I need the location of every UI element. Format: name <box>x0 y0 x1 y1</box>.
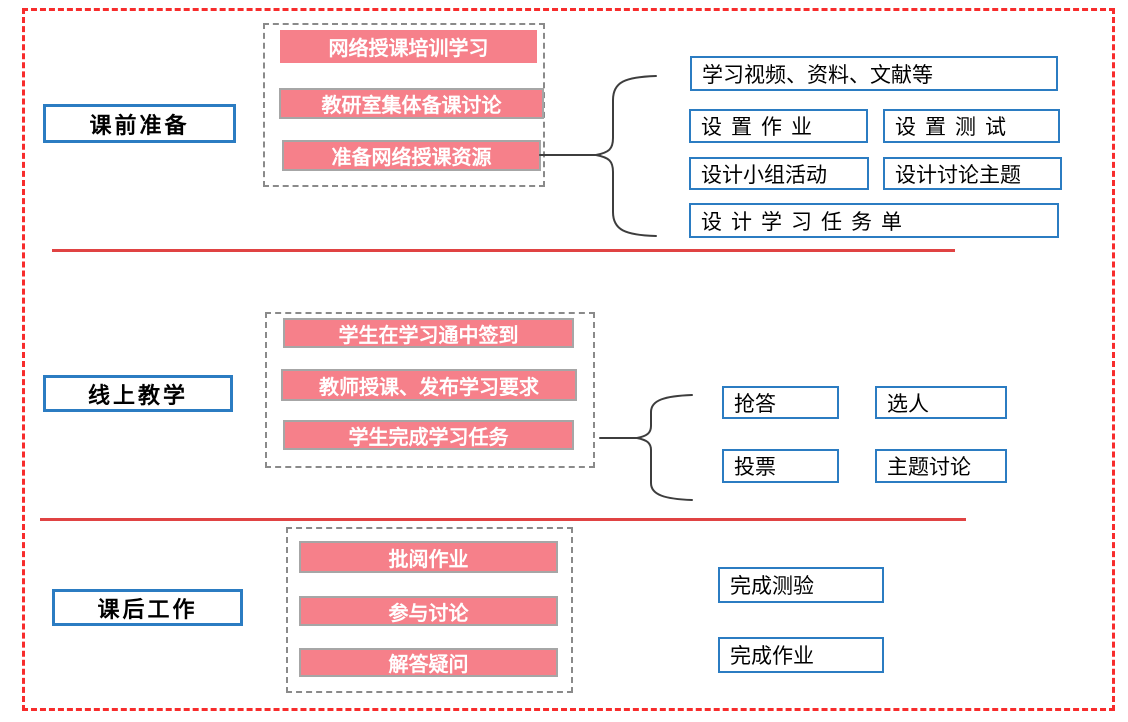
detail-design-learning-task-list: 设计学习任务单 <box>689 203 1059 238</box>
section-label-pre-class: 课前准备 <box>43 104 236 143</box>
step-prepare-online-resources: 准备网络授课资源 <box>282 140 541 171</box>
after-class-step-group <box>286 527 573 693</box>
detail-quick-answer: 抢答 <box>722 386 839 419</box>
detail-set-homework: 设置作业 <box>689 109 868 143</box>
section-label-online-teaching: 线上教学 <box>43 375 233 412</box>
detail-design-group-activity: 设计小组活动 <box>689 157 869 190</box>
step-join-discussion: 参与讨论 <box>299 596 558 626</box>
detail-design-discussion-topic: 设计讨论主题 <box>883 157 1062 190</box>
detail-pick-student: 选人 <box>875 386 1007 419</box>
detail-set-test: 设置测试 <box>883 109 1060 143</box>
step-group-lesson-preparation: 教研室集体备课讨论 <box>279 88 544 119</box>
section-label-after-class: 课后工作 <box>52 589 243 626</box>
pre-class-step-group <box>263 23 545 187</box>
step-student-complete-tasks: 学生完成学习任务 <box>283 420 574 450</box>
detail-complete-homework: 完成作业 <box>718 637 884 673</box>
step-student-sign-in: 学生在学习通中签到 <box>283 318 574 348</box>
step-answer-questions: 解答疑问 <box>299 648 558 677</box>
detail-vote: 投票 <box>722 449 839 483</box>
step-online-teaching-training: 网络授课培训学习 <box>280 30 537 63</box>
step-teacher-lecture-requirements: 教师授课、发布学习要求 <box>281 369 577 401</box>
outer-dashed-frame <box>22 8 1115 711</box>
detail-topic-discussion: 主题讨论 <box>875 449 1007 483</box>
online-teaching-step-group <box>265 312 595 468</box>
step-review-homework: 批阅作业 <box>299 541 558 573</box>
detail-complete-test: 完成测验 <box>718 567 884 603</box>
section-divider-1 <box>52 249 955 252</box>
detail-learning-videos-materials: 学习视频、资料、文献等 <box>690 56 1058 91</box>
section-divider-2 <box>40 518 966 521</box>
